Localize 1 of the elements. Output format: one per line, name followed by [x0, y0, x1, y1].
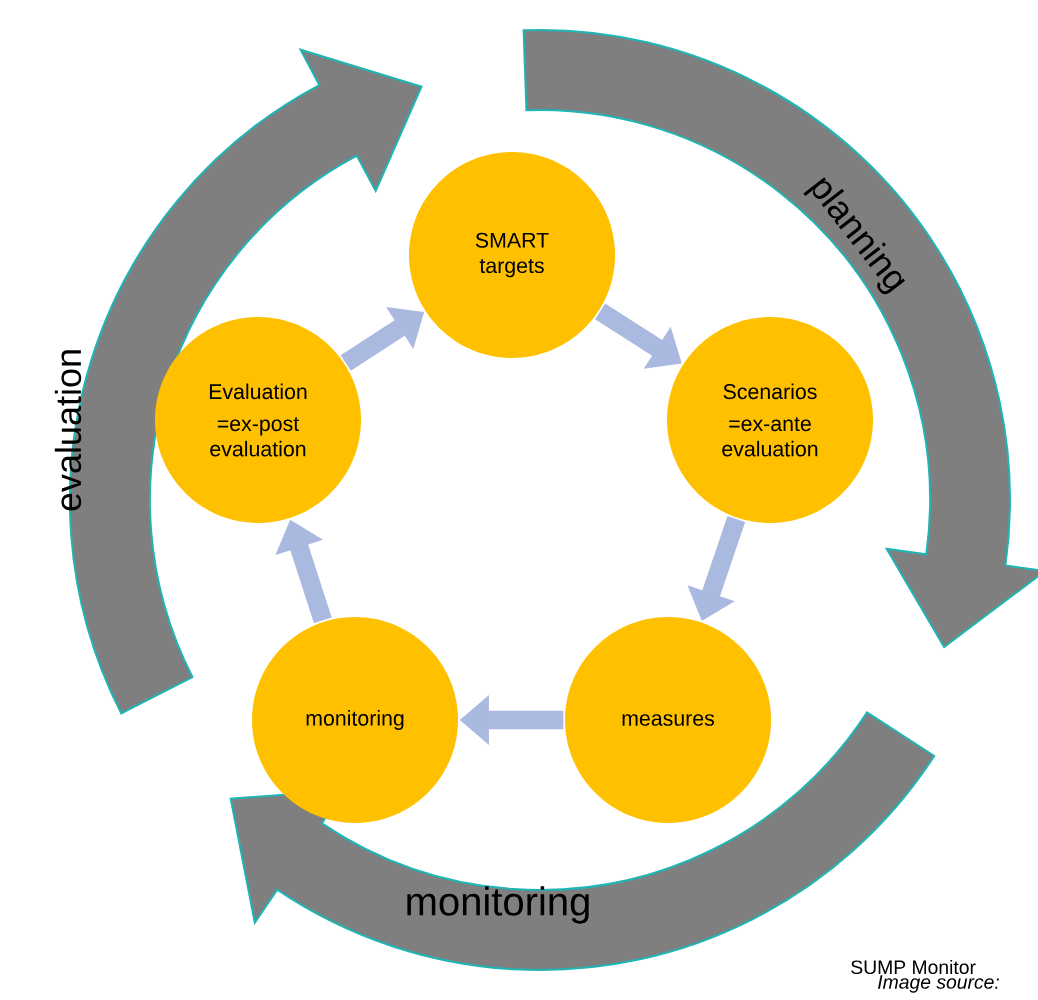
caption-text: Image source: — [878, 975, 999, 993]
